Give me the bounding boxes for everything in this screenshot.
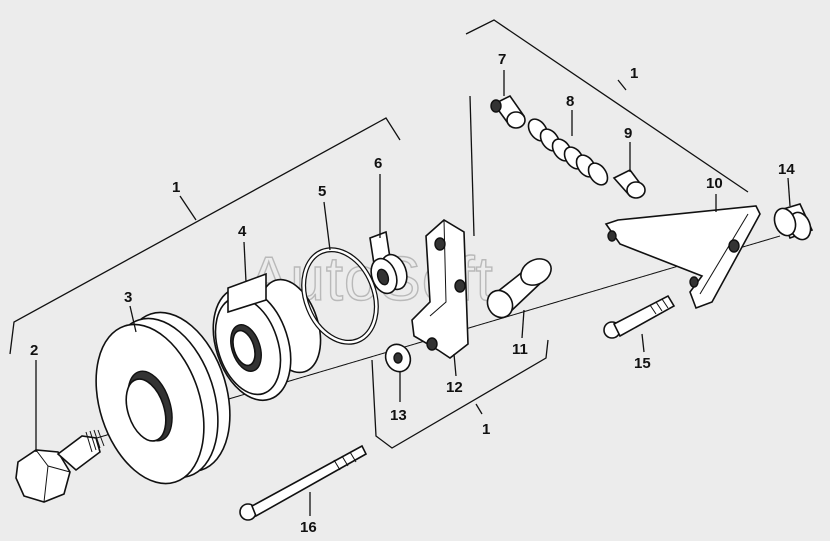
tensioner-arm: [604, 205, 761, 310]
assembly-bracket-bottom: [371, 339, 549, 449]
circlip: [301, 247, 379, 345]
callout-7: 7: [498, 51, 506, 68]
screw: [603, 294, 676, 339]
washer: [384, 343, 412, 373]
assembly-bracket-right: [465, 19, 749, 193]
stud: [490, 94, 526, 129]
callout-14: 14: [778, 161, 795, 178]
cap: [773, 203, 814, 241]
callout-6: 6: [374, 155, 382, 172]
callout-3: 3: [124, 289, 132, 306]
callout-2: 2: [30, 342, 38, 359]
callout-13: 13: [390, 407, 407, 424]
callout-16: 16: [300, 519, 317, 536]
callout-10: 10: [706, 175, 723, 192]
hex-bolt: [15, 429, 105, 503]
bracket: [411, 95, 475, 359]
callout-labels: 1 1 1 2 3 4 5 6 7 8 9 10 11 12 13 14 15 …: [30, 51, 795, 536]
callout-1-left: 1: [172, 179, 180, 196]
bolt-thread: [85, 429, 105, 453]
callout-12: 12: [446, 379, 463, 396]
callout-11: 11: [512, 341, 528, 358]
leader-lines: [35, 70, 791, 516]
long-bolt: [239, 444, 368, 521]
assembly-bracket-left: [9, 117, 401, 355]
sleeve: [486, 258, 552, 319]
bushing: [369, 230, 408, 295]
callout-1-bottom: 1: [482, 421, 490, 438]
callout-5: 5: [318, 183, 326, 200]
callout-8: 8: [566, 93, 574, 110]
callout-4: 4: [238, 223, 247, 240]
spring: [527, 118, 609, 186]
callout-1-right: 1: [630, 65, 638, 82]
pulley: [95, 311, 231, 485]
callout-9: 9: [624, 125, 632, 142]
nut: [612, 168, 646, 199]
callout-15: 15: [634, 355, 651, 372]
